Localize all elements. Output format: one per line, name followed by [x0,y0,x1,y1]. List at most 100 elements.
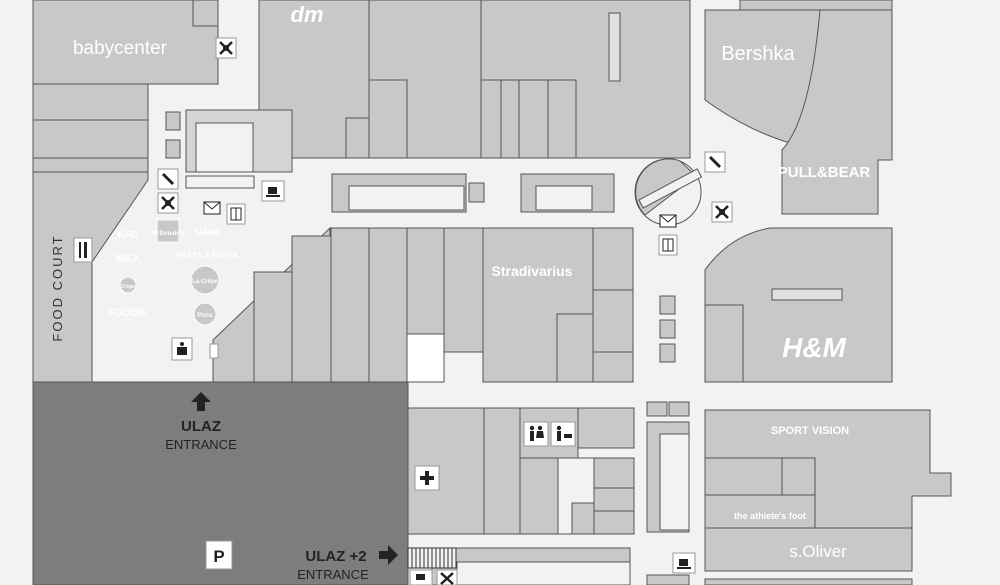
escalator-bar [771,288,843,301]
vendor-foodie: FOODIE [109,308,148,319]
restroom-icon[interactable] [523,421,549,447]
vendor-la-crepe: La Crêpe [192,279,218,285]
cafe-icon[interactable] [409,569,433,585]
store-unit[interactable] [195,122,254,173]
store-unit[interactable] [406,227,445,335]
escalator-bar [608,12,621,82]
store-unit[interactable] [291,235,332,383]
store-athletes-foot[interactable] [704,494,816,529]
cutlery-icon[interactable] [73,237,93,263]
stairs-icon[interactable] [157,168,179,190]
kiosk-unit[interactable] [668,401,690,417]
cafe-icon[interactable] [672,552,696,574]
store-unit[interactable] [547,79,577,159]
store-unit[interactable] [368,79,408,159]
entrance-plus-two: ULAZ +2 ENTRANCE [297,545,398,582]
store-label-pull-bear: PULL&BEAR [778,164,871,181]
store-s-oliver[interactable] [704,527,913,572]
cafe-icon[interactable] [261,180,285,202]
vendor-mcdonalds: McDonald's [151,231,185,237]
store-label-bershka: Bershka [721,43,795,65]
door-marker [209,343,219,359]
kiosk-unit[interactable] [646,401,668,417]
store-unit[interactable] [345,117,370,159]
arrow-up-icon [191,392,211,411]
store-unit[interactable] [519,457,559,535]
elevator-icon[interactable] [226,203,246,225]
entrance-title: ULAZ [181,418,221,435]
escalator-icon[interactable] [157,192,179,214]
kiosk-unit[interactable] [348,185,465,211]
store-unit[interactable] [192,0,219,27]
parking-icon[interactable]: P [205,540,233,570]
store-unit[interactable] [330,227,370,383]
kiosk-unit[interactable] [165,139,181,159]
store-unit[interactable] [592,351,634,383]
store-unit[interactable] [704,457,783,496]
store-unit[interactable] [32,157,149,173]
store-unit[interactable] [518,79,549,159]
store-unit[interactable] [456,561,631,585]
kiosk-unit[interactable] [468,182,485,203]
arrow-right-icon [379,545,398,565]
stairs-ramp [407,547,457,569]
food-vendor-logos: KFC McDonald's Nana MEX PASTA & FASTA La… [109,219,238,326]
store-unit[interactable] [500,79,520,159]
store-pull-bear[interactable] [781,9,893,215]
kiosk-unit[interactable] [535,185,593,211]
store-unit[interactable] [443,227,484,353]
store-label-s-oliver: s.Oliver [789,542,847,561]
store-label-dm: dm [291,2,324,27]
store-unit[interactable] [739,0,893,11]
escalator-icon[interactable] [215,37,237,59]
store-unit[interactable] [704,304,744,383]
store-label-babycenter: babycenter [73,38,168,59]
store-unit[interactable] [592,227,634,291]
elevator-icon[interactable] [658,234,678,256]
store-unit[interactable] [480,79,502,159]
store-unit[interactable] [571,502,595,535]
stairs-icon[interactable] [704,151,726,173]
baby-change-icon[interactable] [550,421,576,447]
mail-icon[interactable] [203,201,221,215]
store-unit[interactable] [32,119,149,159]
store-unit[interactable] [32,83,149,121]
mail-icon[interactable] [659,214,677,228]
kiosk-unit[interactable] [165,111,181,131]
kiosk-unit[interactable] [659,295,676,315]
first-aid-icon[interactable] [414,465,440,491]
vendor-la-crepe-badge [190,265,220,295]
store-unit[interactable] [593,457,635,489]
facility-icons: P [73,37,733,585]
vendor-crepe-badge [119,276,137,294]
store-label-sport-vision: SPORT VISION [771,425,849,437]
store-unit[interactable] [483,407,521,535]
store-unit[interactable] [704,578,913,585]
info-icon[interactable] [171,337,193,361]
store-unit[interactable] [406,333,445,383]
store-label-athletes-foot: the athlete's foot [734,511,806,521]
escalator-icon[interactable] [711,201,733,223]
vendor-kfc: KFC [118,230,139,241]
kiosk-unit[interactable] [659,343,676,363]
store-unit[interactable] [577,407,635,449]
store-unit[interactable] [659,433,690,531]
store-unit[interactable] [646,574,690,585]
food-court-label: FOOD COURT [50,234,65,341]
vendor-crepe: Crêpe [121,284,135,290]
vendor-pasta-fasta: PASTA & FASTA [176,251,238,260]
vendor-pizza-badge [193,302,217,326]
store-unit[interactable] [253,271,293,383]
store-unit[interactable] [781,457,816,496]
escalator-icon[interactable] [436,569,458,585]
store-hm[interactable] [704,227,893,383]
store-unit[interactable] [592,289,634,353]
vendor-mcdonalds-bg [156,219,180,243]
store-label-hm: H&M [782,332,846,363]
kiosk-unit[interactable] [659,319,676,339]
store-unit[interactable] [593,487,635,512]
store-unit[interactable] [368,227,408,383]
store-babycenter[interactable] [32,0,219,85]
store-unit[interactable] [593,510,635,535]
store-unit[interactable] [556,313,594,383]
